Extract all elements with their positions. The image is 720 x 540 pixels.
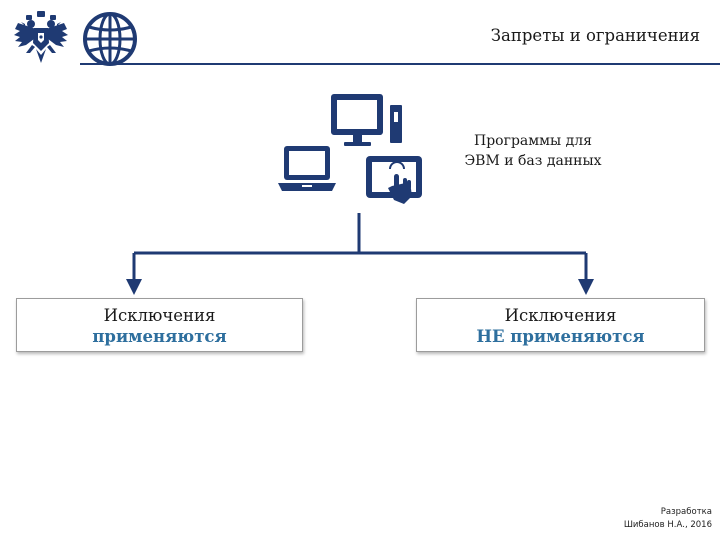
right-arrowhead-icon — [578, 279, 594, 295]
laptop-icon — [278, 146, 336, 191]
computer-devices-icon — [278, 94, 422, 204]
exceptions-not-apply-emphasis: НЕ применяются — [476, 327, 645, 346]
left-arrowhead-icon — [126, 279, 142, 295]
tablet-touch-icon — [366, 156, 422, 204]
exceptions-apply-box: Исключения применяются — [16, 298, 303, 352]
exceptions-apply-emphasis: применяются — [92, 327, 227, 346]
subject-line-1: Программы для — [474, 133, 592, 149]
credit-line-1: Разработка — [660, 507, 712, 517]
desktop-monitor-icon — [331, 94, 402, 146]
author-credit: Разработка Шибанов Н.А., 2016 — [624, 506, 712, 532]
header-divider — [80, 63, 720, 65]
credit-line-2: Шибанов Н.А., 2016 — [623, 520, 712, 530]
page-title: Запреты и ограничения — [490, 26, 700, 45]
subject-label: Программы для ЭВМ и баз данных — [438, 131, 628, 171]
coat-of-arms-icon — [14, 11, 68, 63]
exceptions-not-apply-heading: Исключения — [504, 306, 617, 325]
exceptions-apply-heading: Исключения — [103, 306, 216, 325]
subject-line-2: ЭВМ и баз данных — [464, 153, 602, 169]
exceptions-not-apply-box: Исключения НЕ применяются — [416, 298, 705, 352]
